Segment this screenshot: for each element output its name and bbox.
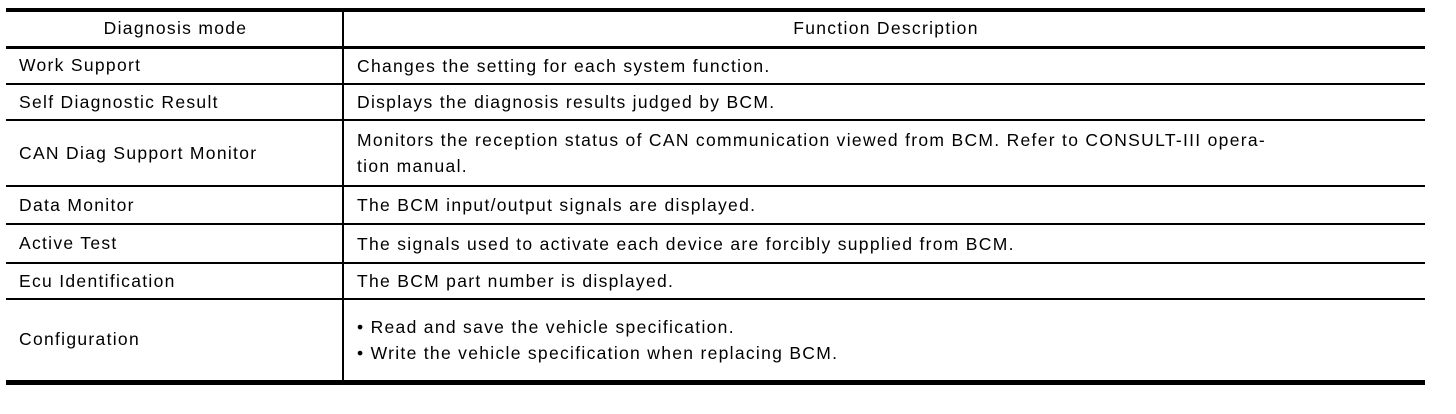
mode-cell: CAN Diag Support Monitor	[6, 120, 343, 187]
mode-cell: Self Diagnostic Result	[6, 84, 343, 121]
table-row: Active Test The signals used to activate…	[6, 224, 1425, 264]
description-cell: Changes the setting for each system func…	[342, 47, 1425, 85]
description-cell: The BCM part number is displayed.	[342, 263, 1425, 300]
mode-cell: Configuration	[19, 329, 140, 350]
table-row: Self Diagnostic Result Displays the diag…	[6, 84, 1425, 121]
description-cell: The signals used to activate each device…	[342, 224, 1425, 264]
description-cell: Displays the diagnosis results judged by…	[342, 84, 1425, 121]
table-row: CAN Diag Support Monitor Monitors the re…	[6, 120, 1425, 187]
mode-cell: Data Monitor	[6, 186, 343, 225]
table-row: Data Monitor The BCM input/output signal…	[6, 186, 1425, 225]
table-row: Ecu Identification The BCM part number i…	[6, 263, 1425, 300]
description-cell: • Read and save the vehicle specificatio…	[342, 299, 1425, 382]
mode-cell: Active Test	[6, 224, 343, 264]
mode-cell: Ecu Identification	[6, 263, 343, 300]
description-cell: Monitors the reception status of CAN com…	[342, 120, 1425, 187]
table-row: Configuration • Read and save the vehicl…	[6, 299, 1425, 382]
table-row: Work Support Changes the setting for eac…	[6, 47, 1425, 85]
description-cell: The BCM input/output signals are display…	[342, 186, 1425, 225]
function-description-header: Function Description	[342, 10, 1425, 49]
diagnosis-mode-header: Diagnosis mode	[6, 10, 343, 49]
mode-cell: Work Support	[6, 47, 343, 85]
table-header-row: Diagnosis mode Function Description	[6, 10, 1425, 49]
diagnosis-mode-table: Diagnosis mode Function Description Work…	[6, 8, 1425, 385]
